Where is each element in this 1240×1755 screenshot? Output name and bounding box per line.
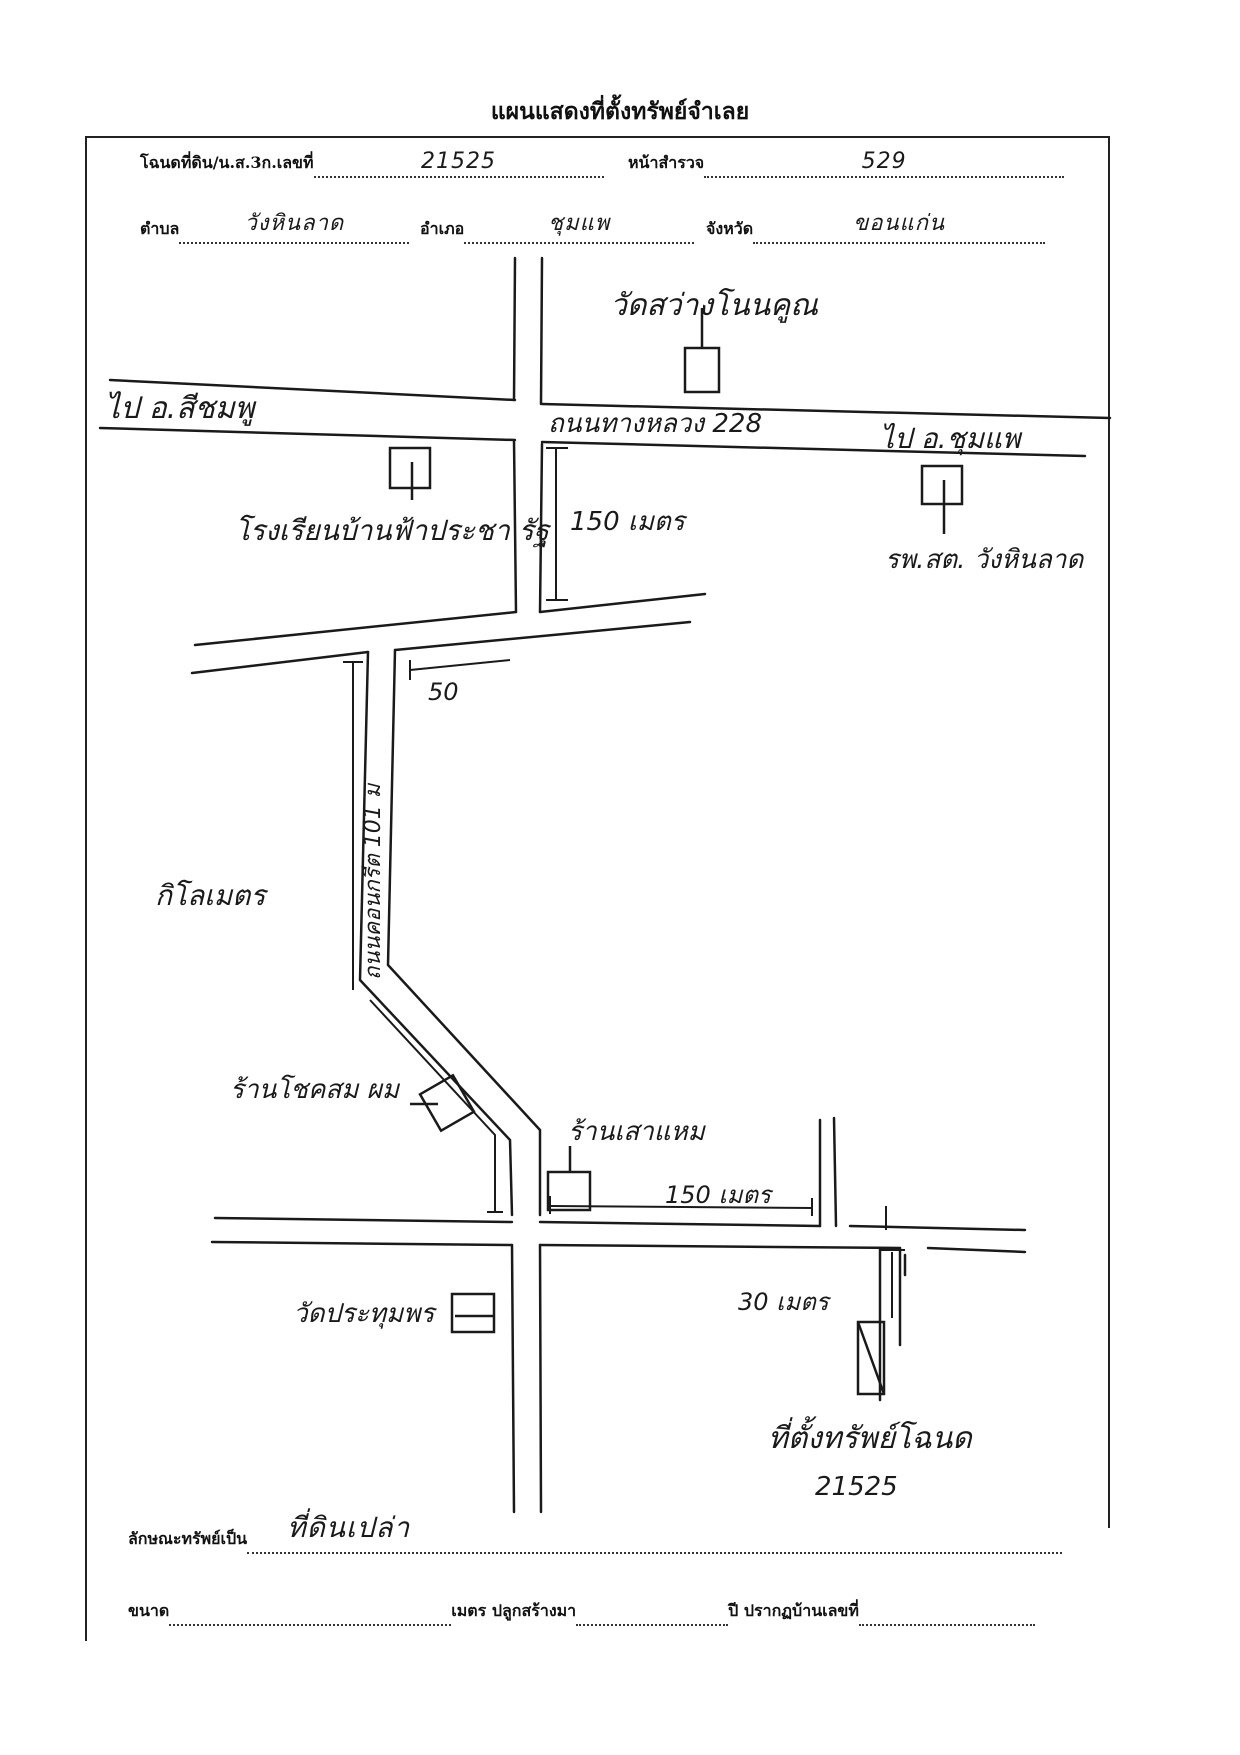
distance-30-label: 30 เมตร — [738, 1288, 832, 1316]
deed-number-value: 21525 — [421, 149, 497, 174]
south-road-bottom-edge-east — [538, 1243, 902, 1250]
distance-50-label: 50 — [428, 678, 459, 706]
size-label: ขนาด — [128, 1601, 170, 1620]
dim-150b-line — [549, 1205, 813, 1209]
frame-right-border — [1108, 136, 1110, 1528]
highway-top-edge — [108, 378, 517, 402]
property-type-field: ลักษณะทรัพย์เป็น ที่ดินเปล่า — [128, 1511, 1063, 1554]
subdistrict-value: วังหินลาด — [244, 211, 345, 236]
province-value: ขอนแก่น — [853, 211, 946, 236]
property-hatch — [856, 1321, 886, 1395]
document-title: แผนแสดงที่ตั้งทรัพย์จำเลย — [490, 98, 750, 125]
grocery-left-label: ร้านโชคสม ผม — [230, 1074, 401, 1105]
highway-bottom-edge — [98, 426, 517, 442]
north-road-right-edge — [539, 256, 544, 406]
temple-north-symbol — [683, 346, 721, 394]
subdistrict-label: ตำบล — [140, 219, 180, 238]
highway-bottom-edge-east — [540, 440, 1087, 458]
to-right-label: ไป อ.ชุมแพ — [880, 422, 1023, 456]
south-road-top-edge — [213, 1216, 514, 1224]
grocery-left-symbol — [418, 1073, 476, 1133]
district-label: อำเภอ — [420, 219, 465, 238]
south-road-top-edge-east — [538, 1220, 822, 1228]
south-road-bottom-edge — [210, 1240, 514, 1247]
highway-top-edge-east — [540, 402, 1112, 420]
province-field: จังหวัด ขอนแก่น — [706, 211, 1046, 244]
to-left-label: ไป อ.สีชมพู — [105, 391, 257, 426]
concrete-road-right-edge — [386, 648, 542, 1217]
distance-150a-label: 150 เมตร — [570, 507, 688, 537]
shop-right-symbol — [546, 1170, 592, 1212]
mid-road-right-edge — [538, 442, 544, 614]
south-road-left-edge — [510, 1243, 516, 1514]
survey-page-value: 529 — [861, 149, 907, 174]
south-road-bottom-edge-far — [926, 1246, 1027, 1254]
property-type-value: ที่ดินเปล่า — [287, 1511, 411, 1544]
temple-south-symbol — [450, 1292, 496, 1334]
cross-road-bottom-edge — [190, 650, 370, 675]
size-row: ขนาด เมตร ปลูกสร้างมา ปี ปรากฏบ้านเลขที่ — [128, 1598, 1035, 1626]
property-number-label: 21525 — [815, 1472, 898, 1502]
survey-page-field: หน้าสำรวจ 529 — [628, 149, 1065, 178]
road-vertical-label: ถนนคอนกรีต 101 ม — [361, 782, 386, 980]
hospital-symbol — [920, 464, 964, 506]
dim-diag-line — [369, 999, 496, 1212]
cross-road-top-edge-east — [538, 592, 707, 614]
temple-north-label: วัดสว่างโนนคูณ — [610, 287, 819, 323]
mid-road-left-edge — [512, 438, 518, 614]
school-label: โรงเรียนบ้านฟ้าประชา รัฐ — [235, 514, 552, 548]
distance-left-label: กิโลเมตร — [155, 879, 268, 912]
meters-built-label: เมตร ปลูกสร้างมา — [451, 1601, 577, 1620]
house-no-label: ปี ปรากฏบ้านเลขที่ — [728, 1601, 859, 1620]
district-field: อำเภอ ชุมแพ — [420, 211, 695, 244]
cross-road-bottom-edge-east — [393, 620, 692, 652]
hospital-label: รพ.สต. วังหินลาด — [885, 545, 1084, 575]
dim-50-line — [409, 659, 511, 671]
frame-top-border — [87, 136, 1110, 138]
north-road-left-edge — [512, 256, 517, 402]
subdistrict-field: ตำบล วังหินลาด — [140, 211, 410, 244]
temple-south-label: วัดประทุมพร — [293, 1299, 437, 1329]
frame-left-border — [85, 136, 87, 1641]
cross-road-top-edge — [193, 610, 518, 647]
property-location-label: ที่ตั้งทรัพย์โฉนด — [768, 1416, 973, 1456]
distance-150b-label: 150 เมตร — [665, 1181, 774, 1209]
shop-right-label: ร้านเสาแหม — [568, 1117, 707, 1147]
property-symbol — [856, 1320, 886, 1396]
highway-label: ถนนทางหลวง 228 — [548, 409, 762, 439]
south-road-top-edge-far — [848, 1224, 1027, 1232]
deed-number-field: โฉนดที่ดิน/น.ส.3ก.เลขที่ 21525 — [140, 149, 604, 178]
deed-number-label: โฉนดที่ดิน/น.ส.3ก.เลขที่ — [140, 153, 314, 172]
school-symbol — [388, 446, 432, 490]
property-type-label: ลักษณะทรัพย์เป็น — [128, 1529, 248, 1548]
district-value: ชุมแพ — [548, 211, 611, 236]
south-road-right-edge — [538, 1243, 543, 1514]
east-stub-right-edge — [832, 1116, 838, 1228]
province-label: จังหวัด — [706, 219, 754, 238]
survey-page-label: หน้าสำรวจ — [628, 153, 705, 172]
concrete-road-left-edge — [358, 650, 514, 1217]
